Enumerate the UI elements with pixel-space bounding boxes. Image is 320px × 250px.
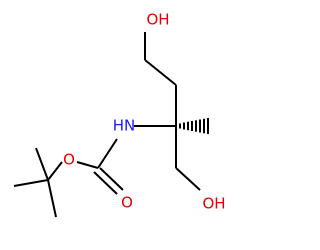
bond-tbu-methyl-bottom: [47, 179, 57, 218]
bond-ester-o-to-tbu-c: [47, 161, 63, 181]
atom-label-amine: HN: [113, 117, 136, 135]
bond-carbonyl-double-2: [93, 171, 118, 195]
chemical-structure-diagram: OH HN O O OH: [13, 11, 226, 218]
hashed-wedge-bond: [179, 118, 209, 134]
bond-tbu-methyl-left: [13, 179, 49, 187]
bond-ch2-bottom-to-hydroxyl: [175, 167, 201, 191]
atom-label-hydroxyl-bottom: OH: [202, 195, 225, 213]
bond-carbonyl-double-1: [99, 167, 124, 191]
bond-tbu-methyl-top: [35, 147, 49, 181]
bond-ch2-to-ch2: [144, 59, 177, 86]
bond-nh-to-carbonyl-c: [97, 138, 118, 169]
bonds: [13, 32, 201, 218]
atom-label-hydroxyl-top: OH: [146, 11, 169, 29]
bond-carbonyl-c-to-ester-o: [76, 161, 99, 169]
atom-labels: OH HN O O OH: [63, 11, 225, 213]
atom-label-ester-oxygen: O: [63, 151, 75, 169]
atom-label-carbonyl-oxygen: O: [121, 194, 133, 212]
